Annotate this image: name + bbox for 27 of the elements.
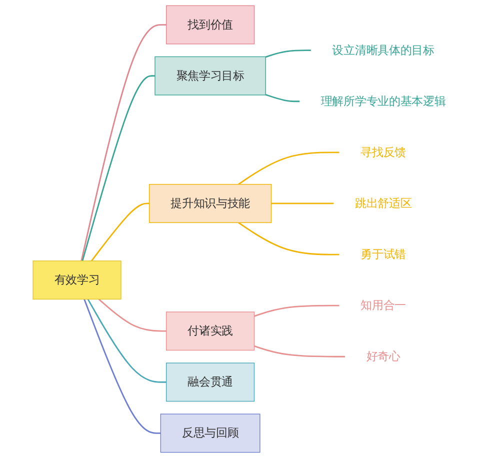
connector <box>265 50 311 58</box>
connector <box>238 222 340 256</box>
connector <box>238 152 340 185</box>
node-box: 找到价值 <box>166 5 255 44</box>
connector <box>84 298 161 434</box>
node-text: 知用合一 <box>360 298 406 312</box>
connector <box>265 94 300 102</box>
node-text: 好奇心 <box>366 350 400 363</box>
node-box: 付诸实践 <box>166 312 255 351</box>
node-text: 勇于试错 <box>360 247 406 261</box>
node-box: 提升知识与技能 <box>148 184 272 223</box>
node-text: 设立清晰具体的目标 <box>332 43 434 57</box>
connector <box>90 202 150 262</box>
connector <box>254 345 345 358</box>
node-text: 寻找反馈 <box>360 145 406 159</box>
connector <box>87 298 166 383</box>
connector <box>82 75 155 262</box>
node-text: 跳出舒适区 <box>354 196 412 210</box>
node-box: 聚焦学习目标 <box>154 56 266 96</box>
node-box: 融会贯通 <box>166 362 255 402</box>
node-text: 理解所学专业的基本逻辑 <box>320 94 446 108</box>
node-box: 反思与回顾 <box>160 414 260 453</box>
connector <box>271 202 334 204</box>
node-box: 有效学习 <box>32 260 122 300</box>
connector <box>254 304 340 317</box>
connector <box>98 298 166 332</box>
connector <box>80 24 166 262</box>
